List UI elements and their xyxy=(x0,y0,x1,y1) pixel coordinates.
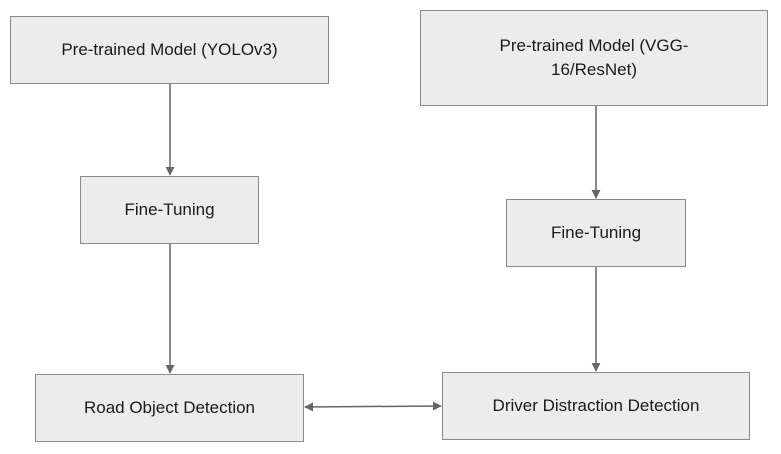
node-vgg-resnet-pretrained-model: Pre-trained Model (VGG-16/ResNet) xyxy=(420,10,768,106)
node-label: Driver Distraction Detection xyxy=(492,396,700,415)
node-fine-tuning-right: Fine-Tuning xyxy=(506,199,686,267)
node-label: Pre-trained Model (YOLOv3) xyxy=(61,40,278,59)
node-label: Road Object Detection xyxy=(83,398,256,417)
node-yolo-pretrained-model: Pre-trained Model (YOLOv3) xyxy=(10,16,329,84)
node-label: Fine-Tuning xyxy=(124,200,215,219)
edge-road-driver-bidirectional xyxy=(304,401,442,412)
node-road-object-detection: Road Object Detection xyxy=(35,374,304,442)
node-label: Fine-Tuning xyxy=(550,223,642,242)
node-driver-distraction-detection: Driver Distraction Detection xyxy=(442,372,750,440)
node-label: Pre-trained Model (VGG-16/ResNet) xyxy=(499,36,689,79)
node-fine-tuning-left: Fine-Tuning xyxy=(80,176,259,244)
